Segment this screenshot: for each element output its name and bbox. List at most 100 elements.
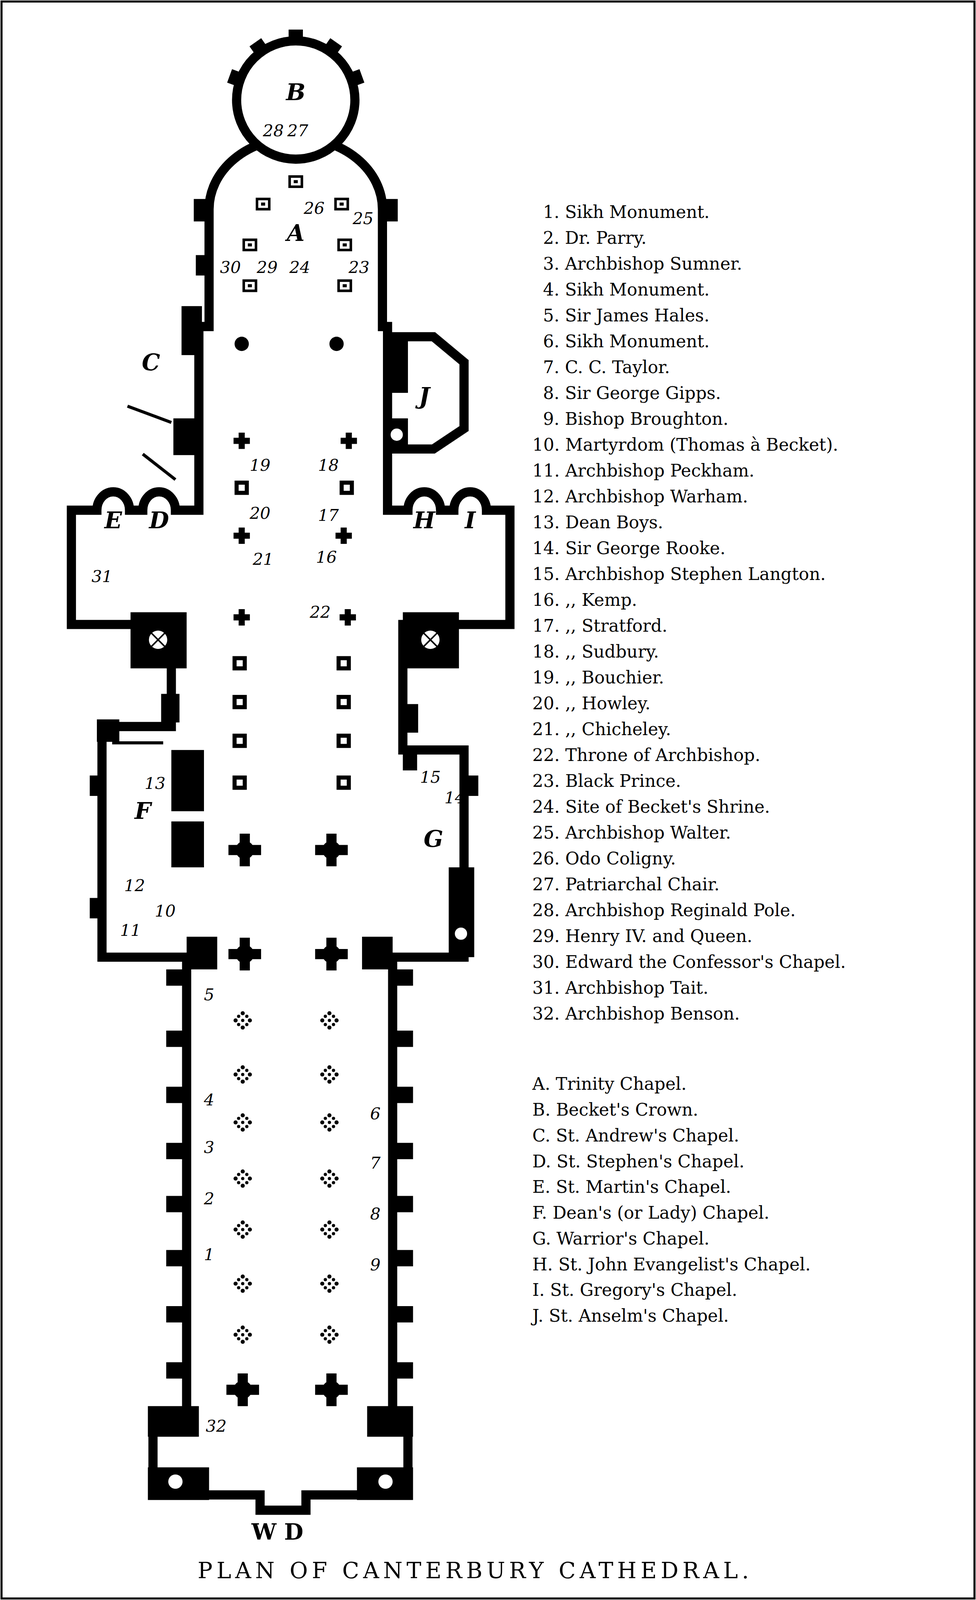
legend-entry: E. St. Martin's Chapel. bbox=[532, 1178, 731, 1196]
callout-number: 28 bbox=[262, 122, 284, 139]
wall-block bbox=[181, 306, 202, 356]
tower-block bbox=[147, 1406, 199, 1437]
stair bbox=[168, 1474, 183, 1489]
legend-entry: 20. ,, Howley. bbox=[532, 694, 651, 713]
legend-entry: 28. Archbishop Reginald Pole. bbox=[532, 901, 796, 919]
callout-number: 2 bbox=[203, 1190, 215, 1207]
callout-number: 32 bbox=[205, 1417, 227, 1435]
wall-block bbox=[399, 703, 419, 733]
callout-number: 9 bbox=[370, 1256, 381, 1273]
tower-block bbox=[147, 1467, 209, 1501]
cathedral-wall bbox=[71, 137, 510, 1511]
callout-number: 24 bbox=[289, 258, 311, 276]
wall-block bbox=[448, 867, 475, 958]
legend-entry: H. St. John Evangelist's Chapel. bbox=[532, 1255, 811, 1274]
pier bbox=[329, 336, 344, 351]
stair bbox=[390, 428, 404, 441]
callout-number: 27 bbox=[287, 122, 309, 139]
buttress bbox=[390, 1362, 414, 1379]
pier bbox=[233, 1011, 253, 1030]
buttress bbox=[383, 199, 398, 222]
buttress bbox=[89, 775, 105, 796]
legend-entry: 14. Sir George Rooke. bbox=[532, 539, 726, 557]
callout-number: 7 bbox=[370, 1154, 381, 1171]
legend-entry: 22. Throne of Archbishop. bbox=[532, 746, 761, 764]
callout-number: 12 bbox=[124, 877, 146, 894]
pier bbox=[232, 733, 248, 748]
buttress bbox=[390, 1030, 414, 1048]
pier bbox=[338, 280, 351, 291]
chapel-letter: B bbox=[286, 80, 306, 104]
buttress bbox=[390, 969, 414, 986]
legend-entry: 4. Sikh Monument. bbox=[532, 281, 710, 299]
wall-block bbox=[403, 749, 418, 771]
pier bbox=[233, 1274, 253, 1293]
legend-entry: 9. Bishop Broughton. bbox=[532, 410, 729, 428]
buttress bbox=[166, 1086, 189, 1104]
buttress bbox=[166, 1030, 189, 1048]
buttress bbox=[390, 1142, 414, 1160]
callout-number: 22 bbox=[309, 603, 331, 621]
buttress bbox=[390, 1305, 414, 1323]
pier bbox=[339, 609, 356, 626]
buttress bbox=[288, 29, 303, 44]
legend-entry: 30. Edward the Confessor's Chapel. bbox=[532, 953, 846, 971]
stair bbox=[421, 630, 440, 649]
legend-entry: 31. Archbishop Tait. bbox=[532, 979, 709, 997]
wall-block bbox=[385, 418, 408, 452]
buttress bbox=[345, 69, 365, 88]
wall-block bbox=[403, 612, 460, 669]
wall-block bbox=[186, 936, 218, 970]
buttress bbox=[166, 1362, 189, 1379]
pier bbox=[336, 775, 351, 790]
chapel-letter: A bbox=[286, 221, 305, 245]
pier bbox=[226, 1373, 260, 1407]
buttress bbox=[166, 1249, 189, 1267]
pier bbox=[232, 694, 248, 710]
legend-entry: 27. Patriarchal Chair. bbox=[532, 875, 720, 894]
callout-number: 16 bbox=[316, 548, 337, 566]
pier bbox=[315, 937, 349, 971]
buttress bbox=[166, 969, 189, 986]
pier bbox=[233, 432, 250, 450]
legend-entry: 2. Dr. Parry. bbox=[532, 229, 647, 247]
wall-block bbox=[171, 749, 204, 812]
door-label: W D bbox=[251, 1520, 304, 1543]
buttress bbox=[166, 1305, 189, 1323]
pier bbox=[234, 336, 250, 351]
legend-entry: 18. ,, Sudbury. bbox=[532, 643, 659, 661]
stair bbox=[454, 927, 468, 940]
callout-number: 15 bbox=[419, 768, 441, 786]
wall-block bbox=[130, 612, 187, 669]
legend-entry: 10. Martyrdom (Thomas à Becket). bbox=[532, 436, 839, 454]
pier bbox=[232, 655, 248, 671]
corona-wall bbox=[236, 40, 355, 159]
pier bbox=[233, 1065, 253, 1084]
legend-entry: 21. ,, Chicheley. bbox=[532, 720, 672, 738]
callout-number: 14 bbox=[444, 789, 466, 806]
legend-entry: 7. C. C. Taylor. bbox=[532, 358, 670, 376]
legend-entry: 29. Henry IV. and Queen. bbox=[532, 927, 753, 945]
callout-number: 25 bbox=[352, 210, 374, 227]
legend-entry: 6. Sikh Monument. bbox=[532, 332, 710, 351]
pier bbox=[315, 833, 349, 867]
pier bbox=[338, 239, 351, 250]
pier bbox=[234, 480, 250, 495]
wall-line bbox=[127, 405, 172, 423]
pier bbox=[228, 937, 262, 971]
callout-number: 13 bbox=[144, 774, 166, 792]
buttress bbox=[195, 254, 209, 276]
pier bbox=[320, 1011, 339, 1030]
legend-entry: D. St. Stephen's Chapel. bbox=[532, 1152, 745, 1171]
wall-block bbox=[161, 693, 180, 723]
plan-title: PLAN OF CANTERBURY CATHEDRAL. bbox=[197, 1559, 753, 1582]
chapel-letter: E bbox=[104, 508, 122, 532]
wall-line bbox=[142, 453, 176, 480]
pier bbox=[336, 694, 351, 710]
callout-number: 10 bbox=[154, 902, 176, 919]
stair bbox=[148, 630, 168, 649]
legend-entry: 26. Odo Coligny. bbox=[532, 849, 676, 868]
buttress bbox=[322, 38, 342, 58]
callout-number: 29 bbox=[256, 258, 278, 276]
